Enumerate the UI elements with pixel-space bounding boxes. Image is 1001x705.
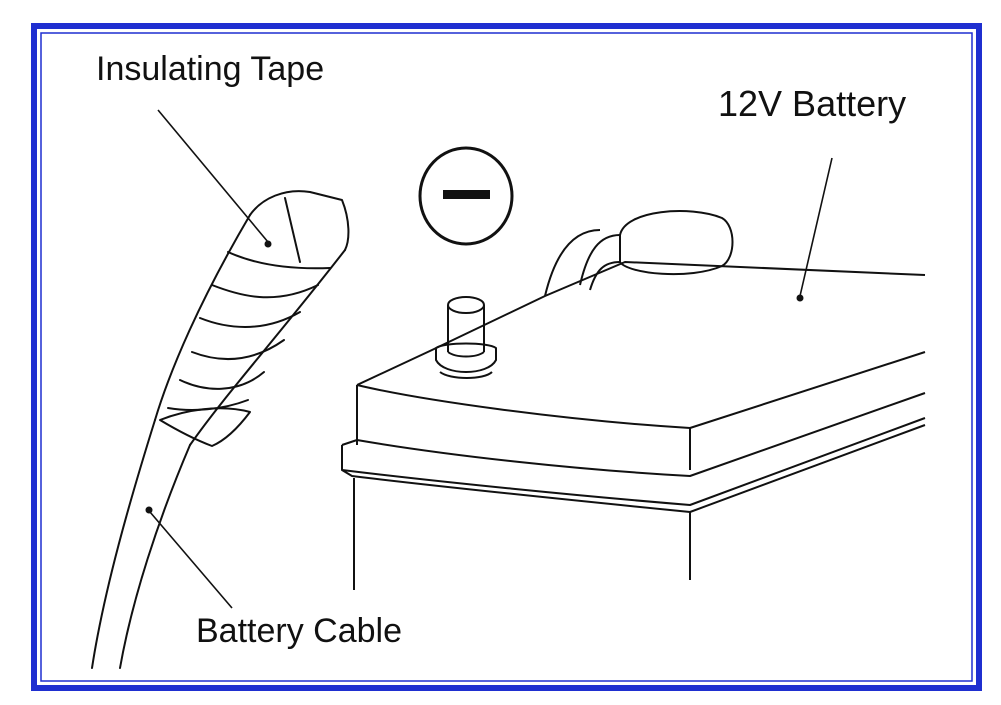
battery [341,210,926,590]
leader-dots [145,240,804,514]
battery-cable [91,190,350,669]
label-insulating-tape: Insulating Tape [96,50,324,88]
negative-terminal-symbol [418,146,514,246]
label-12v-battery: 12V Battery [718,83,906,124]
leader-lines [149,109,833,609]
diagram-frame [31,23,982,691]
label-battery-cable: Battery Cable [196,612,402,650]
